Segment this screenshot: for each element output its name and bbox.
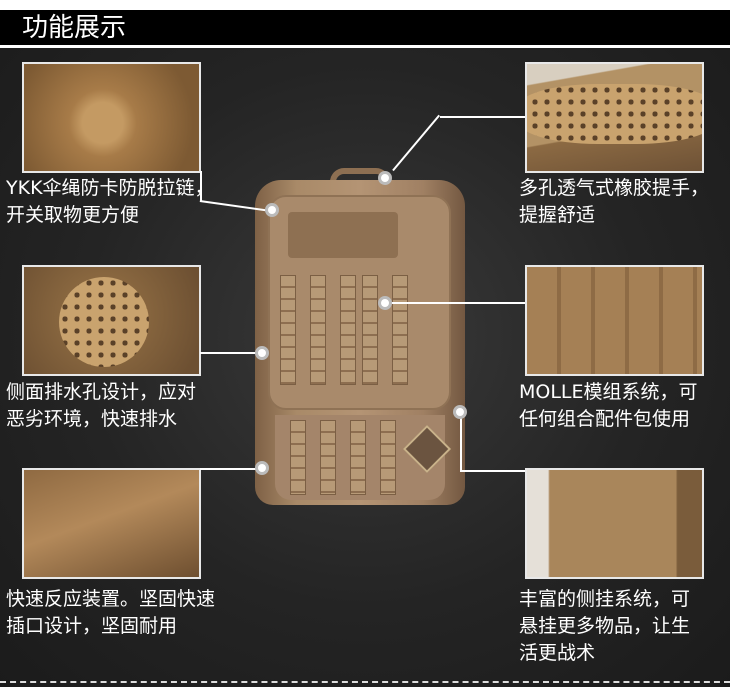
callout-dot-buckle	[255, 461, 269, 475]
callout-dot-zipper	[265, 203, 279, 217]
caption-line: 丰富的侧挂系统，可	[519, 588, 691, 610]
caption-line: 插口设计，坚固耐用	[6, 615, 178, 637]
callout-dot-handle	[378, 171, 392, 185]
drain-photo	[22, 265, 201, 376]
molle-strap	[320, 420, 336, 495]
caption-line: 侧面排水孔设计，应对	[6, 381, 197, 403]
callout-line	[385, 302, 525, 304]
caption-line: 快速反应装置。坚固快速	[6, 588, 216, 610]
caption-line: 活更战术	[519, 642, 596, 664]
molle-strap	[392, 275, 408, 385]
callout-line	[200, 352, 262, 354]
molle-strap	[280, 275, 296, 385]
callout-line	[460, 470, 525, 472]
caption-line: 悬挂更多物品，让生	[519, 615, 691, 637]
caption-line: 提握舒适	[519, 204, 596, 226]
caption-line: MOLLE模组系统，可	[519, 381, 698, 403]
buckle-photo	[22, 468, 201, 579]
caption-line: 任何组合配件包使用	[519, 408, 691, 430]
side-photo	[525, 468, 704, 579]
drain-holes	[59, 277, 149, 367]
caption-molle: MOLLE模组系统，可任何组合配件包使用	[519, 379, 698, 433]
caption-line: 恶劣环境，快速排水	[6, 408, 178, 430]
callout-line	[440, 116, 525, 118]
caption-buckle: 快速反应装置。坚固快速插口设计，坚固耐用	[6, 586, 215, 640]
callout-line	[200, 468, 262, 470]
callout-dot-drain	[255, 346, 269, 360]
molle-strap	[362, 275, 378, 385]
molle-strap	[340, 275, 356, 385]
page-title: 功能展示	[22, 13, 127, 43]
callout-line	[200, 171, 202, 201]
caption-side: 丰富的侧挂系统，可悬挂更多物品，让生活更战术	[519, 586, 690, 667]
caption-drain: 侧面排水孔设计，应对恶劣环境，快速排水	[6, 379, 196, 433]
caption-line: 开关取物更方便	[6, 204, 140, 226]
dashed-divider	[0, 681, 730, 683]
callout-dot-molle	[378, 296, 392, 310]
callout-dot-side	[453, 405, 467, 419]
molle-strap	[380, 420, 396, 495]
header-bar	[0, 10, 730, 45]
molle-strap	[350, 420, 366, 495]
callout-line	[460, 412, 462, 472]
molle-photo	[525, 265, 704, 376]
velcro-panel	[288, 212, 398, 258]
zipper-photo	[22, 62, 201, 173]
handle-photo	[525, 62, 704, 173]
caption-handle: 多孔透气式橡胶提手， 提握舒适	[519, 175, 709, 229]
molle-strap	[290, 420, 306, 495]
divider	[0, 45, 730, 48]
molle-strap	[310, 275, 326, 385]
caption-zipper: YKK伞绳防卡防脱拉链， 开关取物更方便	[6, 175, 214, 229]
caption-line: YKK伞绳防卡防脱拉链，	[6, 177, 214, 199]
caption-line: 多孔透气式橡胶提手，	[519, 177, 710, 199]
handle-holes	[527, 84, 702, 144]
